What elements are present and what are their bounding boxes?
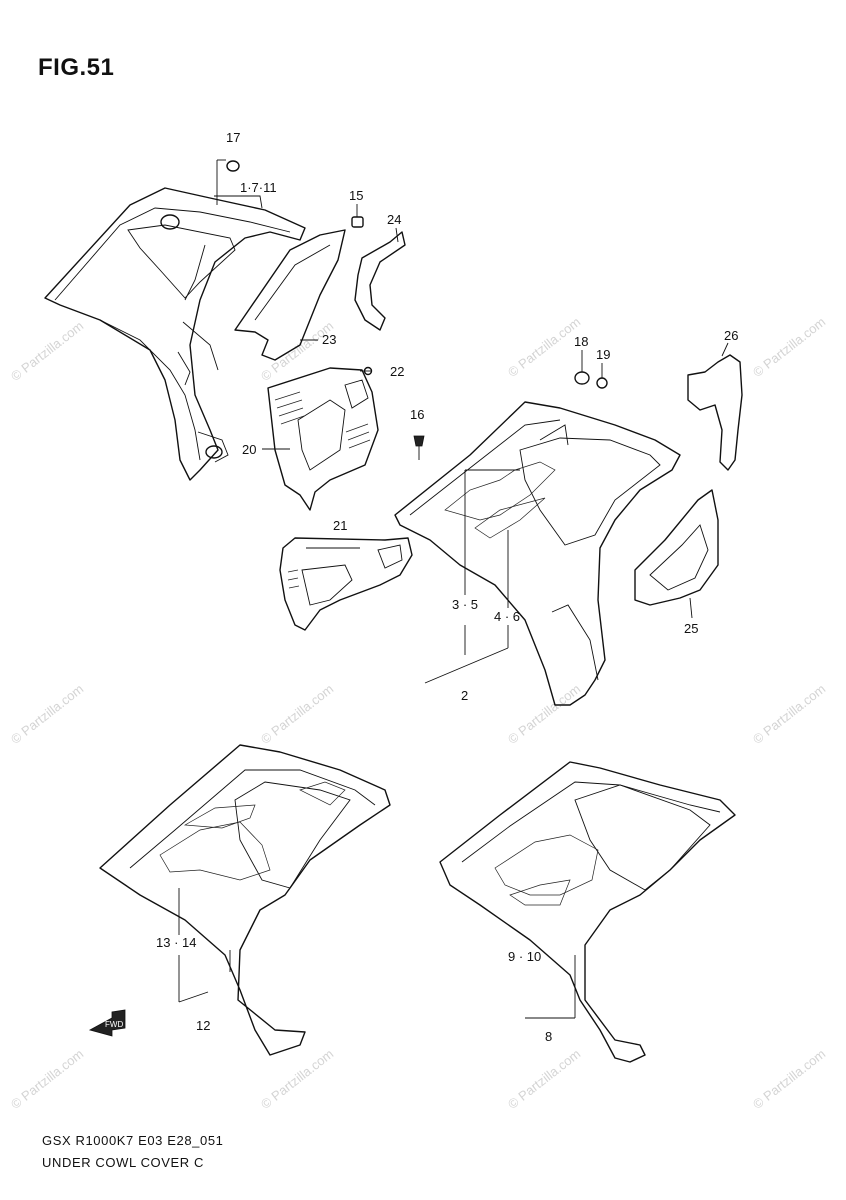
- lower-cowl-12[interactable]: [99, 744, 391, 1056]
- diagram-name: UNDER COWL COVER C: [42, 1155, 204, 1170]
- bracket-24[interactable]: [354, 227, 406, 331]
- callout-4-6: 4 · 6: [494, 609, 521, 624]
- callout-26: 26: [724, 328, 739, 343]
- callout-20: 20: [242, 442, 257, 457]
- callout-22: 22: [390, 364, 405, 379]
- callout-17: 17: [226, 130, 241, 145]
- fwd-arrow-icon: FWD: [88, 1009, 126, 1037]
- vent-panel-20[interactable]: [262, 367, 379, 511]
- callout-1-7-11: 1·7·11: [240, 180, 277, 195]
- figure-title: FIG.51: [38, 54, 115, 81]
- callout-15: 15: [349, 188, 364, 203]
- nut-15[interactable]: [351, 204, 364, 228]
- grommet-18[interactable]: [574, 350, 590, 385]
- callout-23: 23: [322, 332, 337, 347]
- screw-16[interactable]: [413, 435, 425, 460]
- callout-16: 16: [410, 407, 425, 422]
- callout-9-10: 9 · 10: [508, 949, 542, 964]
- side-cowl-2[interactable]: [394, 401, 681, 706]
- callout-13-14: 13 · 14: [156, 935, 197, 950]
- model-code: GSX R1000K7 E03 E28_051: [42, 1133, 224, 1148]
- callout-25: 25: [684, 621, 699, 636]
- grommet-17[interactable]: [216, 159, 240, 205]
- callout-2: 2: [461, 688, 469, 703]
- callout-8: 8: [545, 1029, 553, 1044]
- inner-panel-23[interactable]: [234, 229, 346, 361]
- fwd-label: FWD: [105, 1020, 123, 1029]
- callout-18: 18: [574, 334, 589, 349]
- upper-cowl-part[interactable]: [44, 187, 306, 481]
- inner-cover-25[interactable]: [634, 489, 719, 619]
- callout-12: 12: [196, 1018, 211, 1033]
- collar-19[interactable]: [596, 363, 608, 389]
- callout-24: 24: [387, 212, 402, 227]
- lower-cowl-8[interactable]: [439, 761, 736, 1063]
- callout-21: 21: [333, 518, 348, 533]
- bracket-26[interactable]: [687, 342, 743, 471]
- callout-19: 19: [596, 347, 611, 362]
- callout-3-5: 3 · 5: [452, 597, 479, 612]
- duct-21[interactable]: [279, 537, 413, 631]
